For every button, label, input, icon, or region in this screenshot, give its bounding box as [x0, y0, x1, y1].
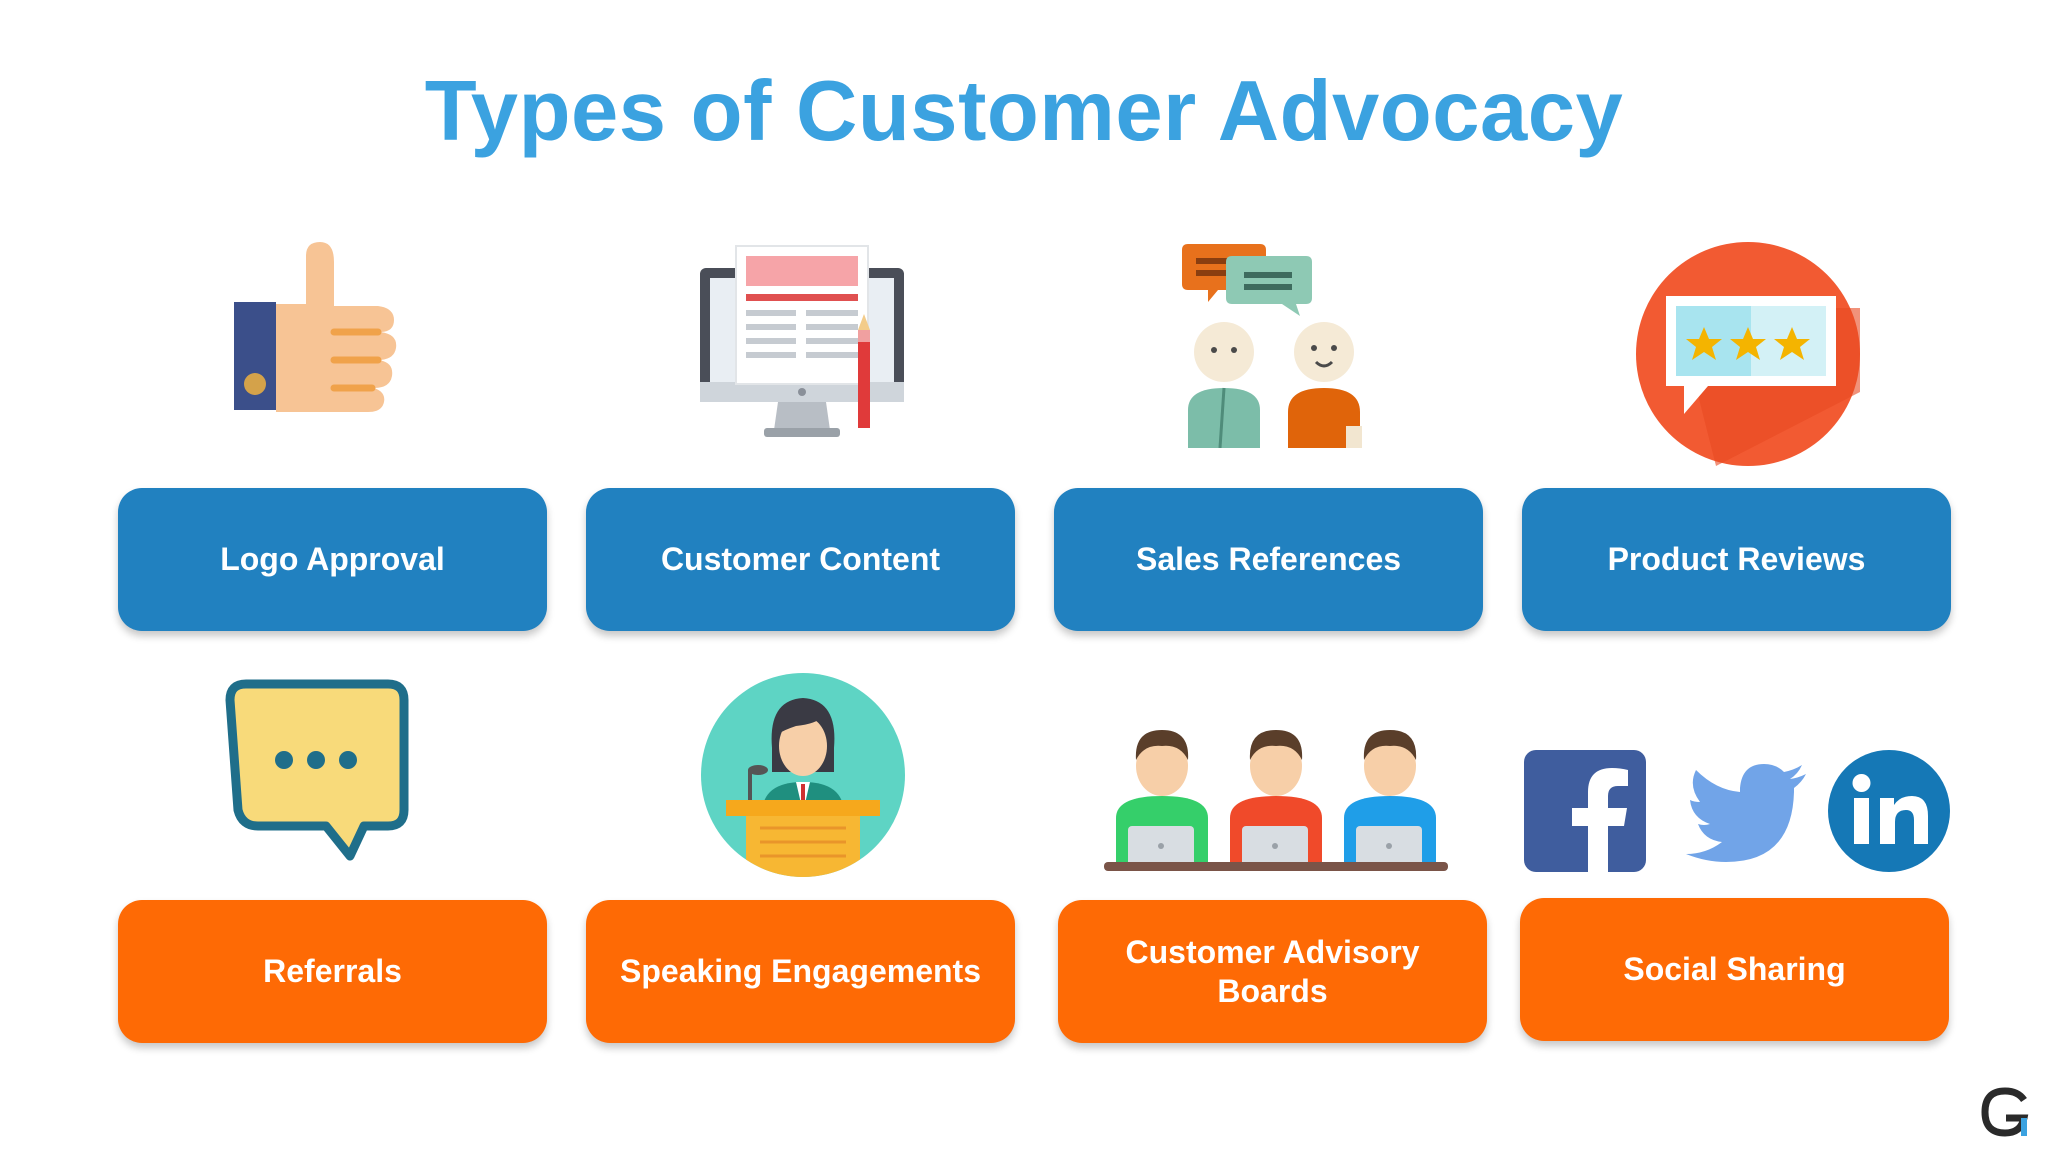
facebook-icon[interactable] — [1524, 750, 1646, 872]
card-customer-content[interactable]: Customer Content — [586, 488, 1015, 631]
card-referrals[interactable]: Referrals — [118, 900, 547, 1043]
people-conversation-icon — [1180, 242, 1370, 448]
star-review-icon — [1636, 242, 1860, 466]
speech-bubble-icon — [224, 678, 410, 864]
card-label: Social Sharing — [1623, 951, 1846, 987]
card-label: Customer Advisory Boards — [1125, 933, 1420, 1009]
linkedin-icon[interactable] — [1828, 750, 1950, 872]
card-label: Logo Approval — [220, 541, 445, 577]
people-laptops-icon — [1104, 726, 1448, 872]
g-logo-icon — [1980, 1086, 2030, 1138]
card-label: Product Reviews — [1607, 541, 1866, 577]
monitor-document-icon — [698, 244, 906, 440]
card-speaking-engagements[interactable]: Speaking Engagements — [586, 900, 1015, 1043]
card-label: Speaking Engagements — [620, 953, 981, 989]
speaker-podium-icon — [700, 672, 906, 878]
card-social-sharing[interactable]: Social Sharing — [1520, 898, 1949, 1041]
card-product-reviews[interactable]: Product Reviews — [1522, 488, 1951, 631]
card-logo-approval[interactable]: Logo Approval — [118, 488, 547, 631]
twitter-icon[interactable] — [1686, 762, 1808, 862]
thumbs-up-icon — [228, 240, 398, 420]
card-label: Sales References — [1135, 541, 1402, 577]
card-customer-advisory-boards[interactable]: Customer Advisory Boards — [1058, 900, 1487, 1043]
page-title: Types of Customer Advocacy — [424, 64, 1624, 159]
card-label: Referrals — [263, 953, 402, 989]
card-sales-references[interactable]: Sales References — [1054, 488, 1483, 631]
card-label: Customer Content — [660, 541, 941, 577]
